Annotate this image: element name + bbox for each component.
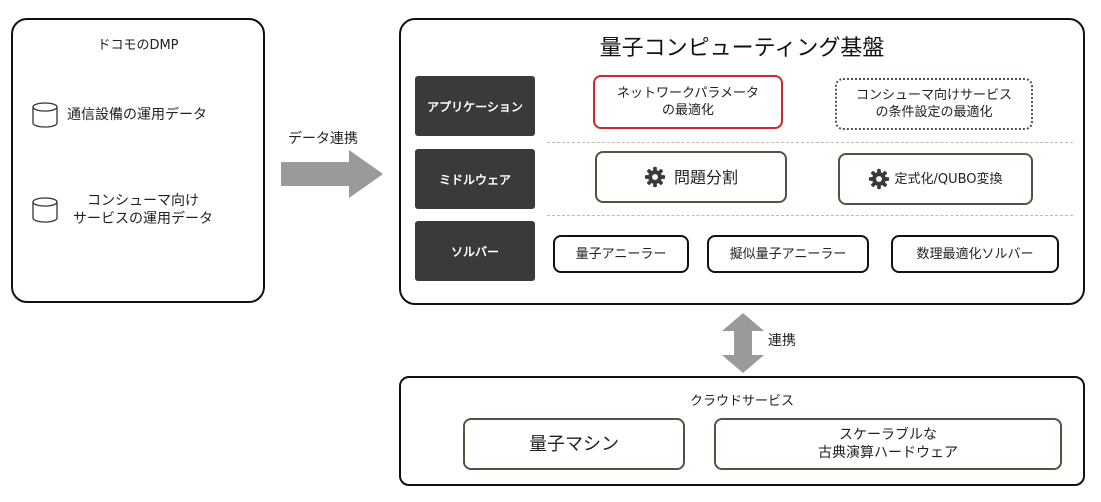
app-consumer-service-optimization: コンシューマ向けサービス の条件設定の最適化 — [835, 78, 1033, 130]
layer-label: ミドルウェア — [438, 172, 511, 187]
cloud-services-panel: クラウドサービス 量子マシン スケーラブルな 古典演算ハードウェア — [399, 376, 1085, 486]
solver-simulated-quantum-annealer: 擬似量子アニーラー — [707, 235, 869, 273]
layer-label: アプリケーション — [427, 99, 523, 114]
right-arrow-icon — [281, 150, 383, 198]
layer-label: ソルバー — [450, 244, 499, 259]
box-label: 問題分割 — [673, 167, 738, 187]
gear-icon — [869, 168, 890, 190]
dmp-item-network-data: 通信設備の運用データ — [31, 102, 207, 128]
database-icon — [32, 197, 58, 223]
quantum-platform-panel: 量子コンピューティング基盤 アプリケーション ミドルウェア ソルバー ネットワー… — [399, 18, 1085, 305]
box-line1: コンシューマ向けサービス — [855, 88, 1012, 103]
box-line1: スケーラブルな — [839, 427, 937, 443]
cloud-title: クラウドサービス — [689, 394, 794, 409]
cloud-classical-hardware: スケーラブルな 古典演算ハードウェア — [714, 418, 1062, 470]
box-label: 数理最適化ソルバー — [916, 246, 1034, 262]
box-line2: の最適化 — [661, 103, 714, 118]
link-label: 連携 — [768, 333, 796, 349]
dmp-item-label-line1: コンシューマ向け — [87, 193, 199, 209]
dmp-title: ドコモのDMP — [97, 38, 179, 53]
box-line1: ネットワークパラメータ — [617, 86, 759, 101]
platform-title: 量子コンピューティング基盤 — [599, 36, 885, 61]
solver-quantum-annealer: 量子アニーラー — [553, 235, 689, 273]
data-flow-label: データ連携 — [288, 131, 358, 147]
dmp-item-label-line2: サービスの運用データ — [73, 211, 213, 227]
box-line2: の条件設定の最適化 — [875, 105, 993, 120]
cloud-quantum-machine: 量子マシン — [463, 418, 685, 470]
gear-icon — [644, 166, 666, 188]
box-label: 擬似量子アニーラー — [729, 246, 847, 262]
mw-problem-split: 問題分割 — [595, 151, 787, 203]
dmp-panel: ドコモのDMP 通信設備の運用データ コンシューマ向け サービスの運用データ — [11, 18, 265, 303]
dmp-item-label: 通信設備の運用データ — [67, 107, 207, 123]
app-network-parameter-optimization: ネットワークパラメータ の最適化 — [593, 75, 783, 129]
box-label: 量子アニーラー — [575, 246, 667, 262]
box-label: 量子マシン — [529, 433, 619, 455]
layer-separator — [547, 142, 1073, 143]
database-icon — [32, 102, 58, 128]
dmp-item-service-data: コンシューマ向け サービスの運用データ — [31, 192, 213, 228]
box-label: 定式化/QUBO変換 — [894, 171, 1003, 187]
solver-mathematical-optimization: 数理最適化ソルバー — [891, 235, 1059, 273]
layer-middleware: ミドルウェア — [415, 149, 535, 209]
box-line2: 古典演算ハードウェア — [818, 445, 958, 461]
mw-qubo-conversion: 定式化/QUBO変換 — [838, 153, 1033, 205]
layer-separator — [547, 215, 1073, 216]
bidirectional-arrow-icon — [722, 313, 764, 373]
layer-solver: ソルバー — [415, 221, 535, 281]
layer-application: アプリケーション — [415, 76, 535, 136]
